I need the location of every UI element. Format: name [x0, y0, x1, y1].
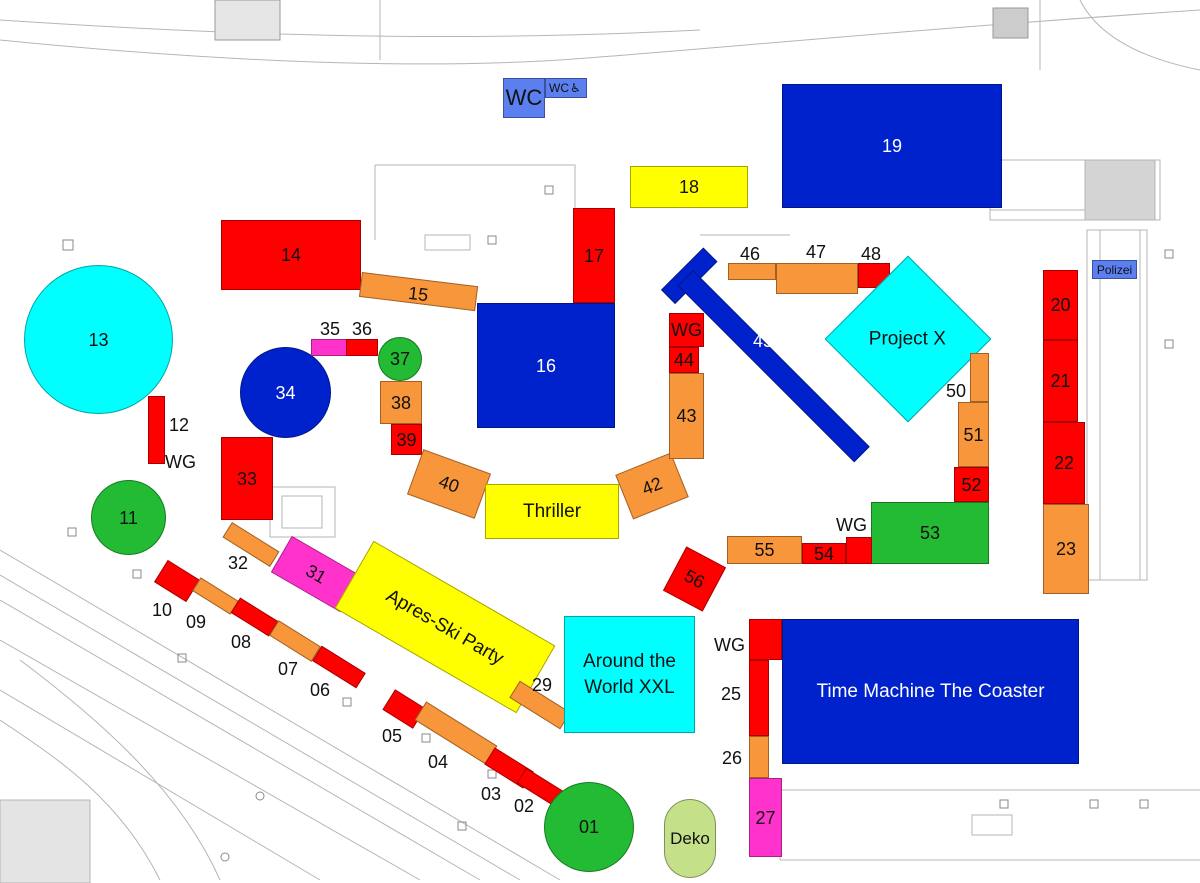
- booth-06-label: 06: [310, 680, 331, 700]
- booth-37: 37: [378, 337, 422, 381]
- booth-46-label: 46: [740, 244, 761, 264]
- booth-43: 43: [669, 373, 704, 459]
- booth-17: 17: [573, 208, 615, 303]
- ride-project-x-label: Project X: [869, 328, 947, 350]
- booth-33: 33: [221, 437, 273, 520]
- wc-large: WC: [503, 78, 545, 118]
- booth-02-label: 02: [514, 796, 535, 816]
- booth-54: 54: [802, 543, 846, 564]
- booth-48-label: 48: [861, 244, 882, 264]
- booth-52: 52: [954, 467, 989, 502]
- booth-07-label: 07: [278, 659, 299, 679]
- booth-45-label: 45: [753, 331, 774, 351]
- ride-around-the-world: Around the World XXL: [564, 616, 695, 733]
- booth-10-label: 10: [152, 600, 173, 620]
- booth-39: 39: [391, 424, 422, 455]
- booth-55: 55: [727, 536, 802, 564]
- booth-08-label: 08: [231, 632, 252, 652]
- booth-26-label: 26: [722, 748, 743, 768]
- wg-label-53: WG: [836, 515, 867, 535]
- booth-wg-25: [749, 619, 782, 660]
- wheelchair-icon: ♿: [570, 81, 581, 95]
- wc-small: WC ♿: [545, 78, 587, 98]
- booth-27: 27: [749, 778, 782, 857]
- booth-47-label: 47: [806, 242, 827, 262]
- booth-51: 51: [958, 402, 989, 467]
- booth-36: [346, 339, 378, 356]
- wc-small-label: WC: [549, 81, 569, 95]
- booth-22: 22: [1043, 422, 1085, 504]
- booth-35: [311, 339, 347, 356]
- booth-38: 38: [380, 381, 422, 424]
- booth-32-label: 32: [228, 553, 249, 573]
- ride-time-machine-the-coaster: Time Machine The Coaster: [782, 619, 1079, 764]
- booth-47: [776, 263, 858, 294]
- ride-around-the-world-line2: World XXL: [584, 676, 675, 698]
- booth-25: [749, 660, 769, 736]
- booth-03-label: 03: [481, 784, 502, 804]
- booth-12-stand: [148, 396, 165, 464]
- booth-46: [728, 263, 776, 280]
- police-station: Polizei: [1092, 260, 1137, 279]
- booth-25-label: 25: [721, 684, 742, 704]
- booth-20: 20: [1043, 270, 1078, 340]
- booth-01: 01: [544, 782, 634, 872]
- booth-11: 11: [91, 480, 166, 555]
- booth-29-label: 29: [532, 675, 553, 695]
- booth-13: 13: [24, 265, 173, 414]
- booth-wg-53: [846, 537, 872, 564]
- booth-50: [970, 353, 989, 402]
- booth-04-label: 04: [428, 752, 449, 772]
- booth-14: 14: [221, 220, 361, 290]
- booth-09-label: 09: [186, 612, 207, 632]
- booth-50-label: 50: [946, 381, 967, 401]
- booth-18: 18: [630, 166, 748, 208]
- booth-34: 34: [240, 347, 331, 438]
- booth-44: 44: [669, 347, 699, 373]
- booth-23: 23: [1043, 504, 1089, 594]
- booth-53: 53: [871, 502, 989, 564]
- booth-21: 21: [1043, 340, 1078, 422]
- booth-wg-44: WG: [669, 313, 704, 347]
- ride-thriller: Thriller: [485, 484, 619, 539]
- wg-label-12: WG: [165, 452, 196, 472]
- wg-label-25: WG: [714, 635, 745, 655]
- deko-area: Deko: [664, 799, 716, 878]
- booth-26: [749, 736, 769, 778]
- booth-05-label: 05: [382, 726, 403, 746]
- booth-35-label: 35: [320, 319, 341, 339]
- ride-around-the-world-line1: Around the: [583, 650, 676, 672]
- booth-19: 19: [782, 84, 1002, 208]
- booth-12-label: 12: [169, 415, 190, 435]
- booth-16: 16: [477, 303, 615, 428]
- booth-36-label: 36: [352, 319, 373, 339]
